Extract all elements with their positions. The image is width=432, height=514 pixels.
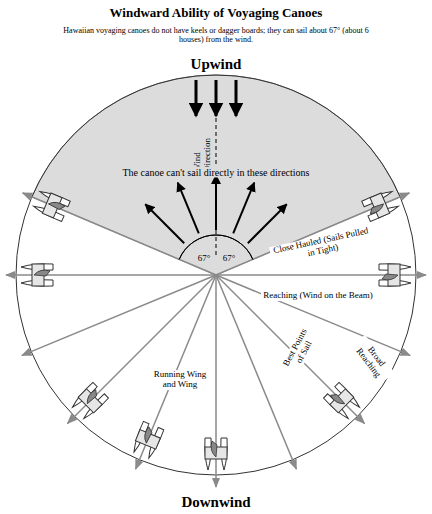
annotation-label: Reaching (Wind on the Beam) <box>261 291 375 301</box>
direction-heading: Upwind <box>189 56 244 73</box>
canoe-icon <box>379 264 411 286</box>
canoe-icon <box>323 382 361 420</box>
canoe-icon <box>32 188 70 221</box>
blocked-direction-arrow <box>145 204 184 243</box>
no-go-sector <box>32 75 400 275</box>
annotation-label: Broad Reaching <box>349 335 394 385</box>
annotation-label: Hawaiian voyaging canoes do not have kee… <box>61 27 371 45</box>
diagram-title: Windward Ability of Voyaging Canoes <box>6 6 426 20</box>
wind-arrow <box>235 80 238 116</box>
blocked-direction-arrow <box>248 204 287 243</box>
annotation-label: The canoe can't sail directly in these d… <box>120 167 312 178</box>
blocked-direction-arrow <box>178 183 199 234</box>
angle-label: 67° <box>221 254 238 264</box>
canoe-icon <box>70 382 108 420</box>
sail-direction-arrow <box>136 275 216 469</box>
annotation-label: Best Points of Sail <box>281 325 320 374</box>
canoe-icon <box>131 421 164 459</box>
canoe-icon <box>21 264 53 286</box>
wind-arrow <box>195 80 198 116</box>
sail-direction-arrow <box>68 275 216 423</box>
wind-arrow <box>215 80 218 116</box>
sail-direction-arrow <box>216 275 296 469</box>
canoe-icon <box>205 438 227 470</box>
canoe-icon <box>362 188 400 221</box>
direction-heading: Downwind <box>179 494 253 511</box>
annotation-label: Running Wing and Wing <box>152 370 208 390</box>
angle-label: 67° <box>196 254 213 264</box>
blocked-direction-arrow <box>233 183 254 234</box>
wind-line <box>216 118 217 255</box>
